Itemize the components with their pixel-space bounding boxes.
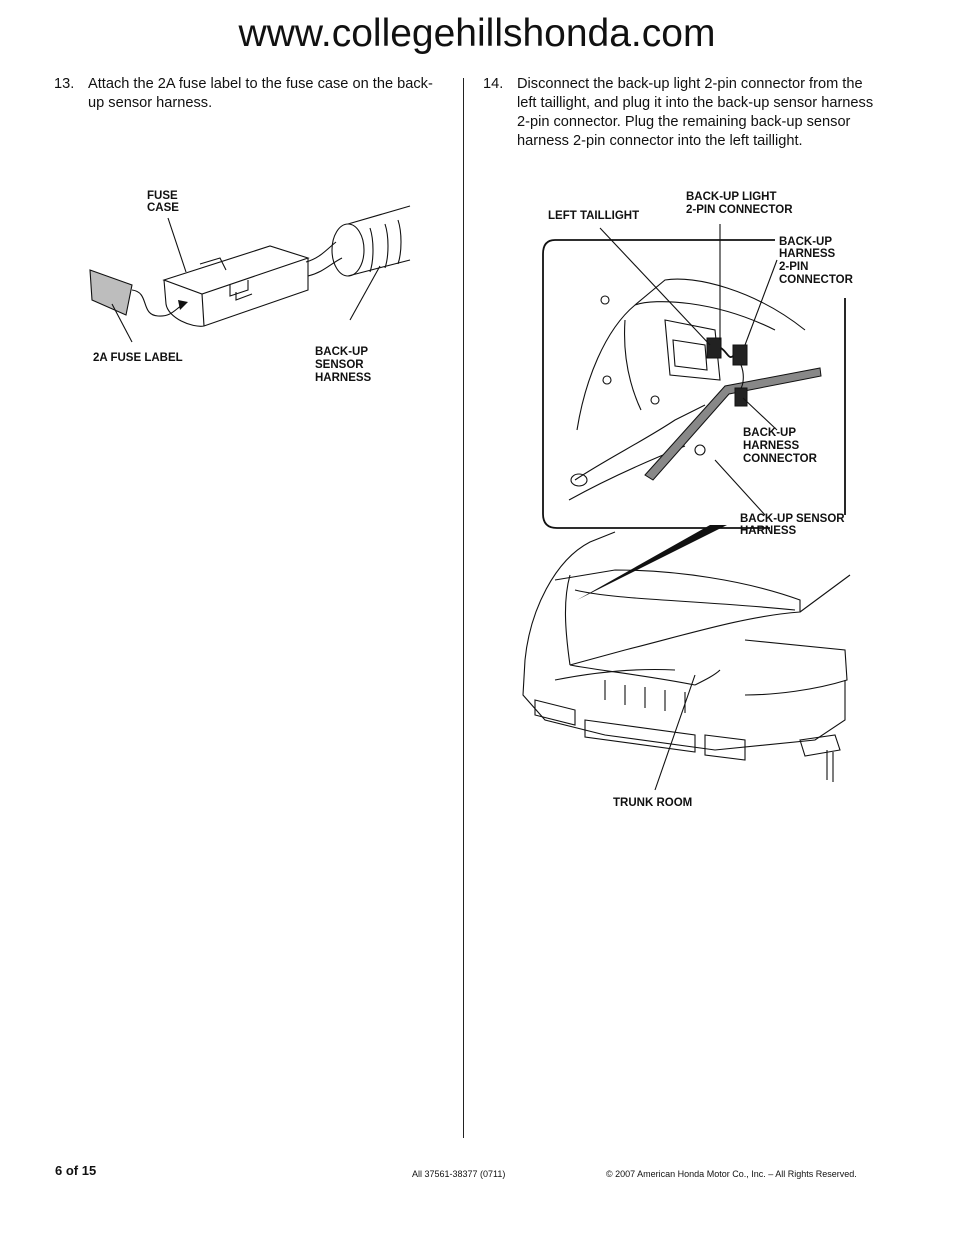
svg-text:BACK-UP: BACK-UP — [315, 346, 368, 358]
label-sensor-harness: BACK-UP SENSOR — [740, 513, 845, 525]
svg-text:HARNESS: HARNESS — [743, 440, 800, 452]
step-text: Attach the 2A fuse label to the fuse cas… — [88, 76, 433, 111]
document-id: All 37561-38377 (0711) — [412, 1169, 506, 1179]
step-number: 13. — [54, 76, 75, 92]
svg-text:HARNESS: HARNESS — [740, 525, 797, 537]
svg-text:LEFT TAILLIGHT: LEFT TAILLIGHT — [548, 210, 639, 222]
copyright-notice: © 2007 American Honda Motor Co., Inc. – … — [606, 1169, 857, 1179]
step-14: 14. Disconnect the back-up light 2-pin c… — [483, 75, 883, 175]
svg-text:2-PIN CONNECTOR: 2-PIN CONNECTOR — [686, 204, 793, 216]
label-sensor-harness: HARNESS — [740, 525, 797, 537]
fuse-case-illustration: FUSE CASE 2A FUSE LABEL BACK-UP SENSOR H… — [89, 190, 411, 384]
detail-pointer — [577, 525, 727, 600]
page-number: 6 of 15 — [55, 1163, 97, 1178]
detail-inset-frame — [542, 239, 846, 529]
fuse-case — [162, 245, 310, 327]
car-trunk-view — [522, 531, 851, 782]
sensor-harness-tube — [331, 205, 411, 277]
label-harness-connector: HARNESS — [743, 440, 800, 452]
step-text: Disconnect the back-up light 2-pin conne… — [517, 76, 874, 149]
svg-text:HARNESS: HARNESS — [779, 248, 836, 260]
svg-text:BACK-UP: BACK-UP — [779, 236, 832, 248]
step-number: 14. — [483, 76, 504, 92]
step-13: 13. Attach the 2A fuse label to the fuse… — [54, 75, 434, 135]
label-left-taillight: LEFT TAILLIGHT — [548, 210, 639, 222]
column-divider — [463, 78, 464, 1138]
label-sensor-harness: HARNESS — [315, 372, 372, 384]
label-harness-connector: CONNECTOR — [743, 453, 818, 465]
site-title: www.collegehillshonda.com — [238, 12, 716, 55]
svg-text:BACK-UP SENSOR: BACK-UP SENSOR — [740, 513, 845, 525]
svg-text:TRUNK ROOM: TRUNK ROOM — [613, 797, 692, 809]
label-harness-connector: BACK-UP — [743, 427, 796, 439]
sensor-harness-strip — [644, 367, 822, 481]
label-harness-2pin: CONNECTOR — [779, 274, 854, 286]
label-harness-2pin: BACK-UP — [779, 236, 832, 248]
svg-text:CASE: CASE — [147, 202, 179, 214]
label-fuse-case: CASE — [147, 202, 179, 214]
connectors — [706, 337, 748, 407]
label-light-connector: 2-PIN CONNECTOR — [686, 204, 793, 216]
svg-text:FUSE: FUSE — [147, 190, 178, 202]
svg-text:2-PIN: 2-PIN — [779, 261, 808, 273]
label-fuse-label: 2A FUSE LABEL — [93, 352, 183, 364]
label-trunk-room: TRUNK ROOM — [613, 797, 692, 809]
label-sensor-harness: BACK-UP — [315, 346, 368, 358]
svg-text:BACK-UP: BACK-UP — [743, 427, 796, 439]
label-light-connector: BACK-UP LIGHT — [686, 191, 777, 203]
svg-text:SENSOR: SENSOR — [315, 359, 364, 371]
svg-text:CONNECTOR: CONNECTOR — [743, 453, 818, 465]
svg-text:CONNECTOR: CONNECTOR — [779, 274, 854, 286]
label-harness-2pin: 2-PIN — [779, 261, 808, 273]
svg-text:HARNESS: HARNESS — [315, 372, 372, 384]
svg-text:2A FUSE LABEL: 2A FUSE LABEL — [93, 352, 183, 364]
label-sensor-harness: SENSOR — [315, 359, 364, 371]
label-fuse-case: FUSE — [147, 190, 178, 202]
label-harness-2pin: HARNESS — [779, 248, 836, 260]
taillight-detail — [568, 278, 806, 501]
svg-text:BACK-UP LIGHT: BACK-UP LIGHT — [686, 191, 777, 203]
fuse-label-card — [89, 269, 133, 316]
taillight-connector-illustration: LEFT TAILLIGHT BACK-UP LIGHT 2-PIN CONNE… — [522, 191, 854, 809]
